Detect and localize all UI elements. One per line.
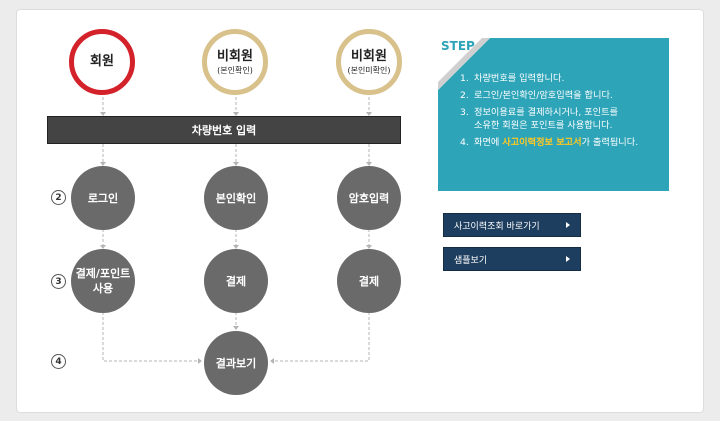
triangle-right-icon [566,222,570,228]
guest-verified-circle: 비회원 (본인확인) [202,29,268,95]
report-highlight: 사고이력정보 보고서 [502,137,582,148]
guest-unverified-circle: 비회원 (본인미확인) [336,29,402,95]
sample-view-button[interactable]: 샘플보기 [443,247,581,271]
payment-label-unverified: 결제 [358,274,380,288]
car-number-input-bar: 차량번호 입력 [47,116,401,144]
step-item-4: 4.화면에 사고이력정보 보고서가 출력됩니다. [460,137,639,148]
member-label: 회원 [90,54,114,69]
guest-unverified-label: 비회원 [351,48,387,64]
payment-point-label-line1: 결제/포인트 [75,267,131,280]
triangle-right-icon [566,256,570,262]
guest-unverified-sublabel: (본인미확인) [347,65,391,75]
login-circle: 로그인 [71,166,135,230]
guest-verified-sublabel: (본인확인) [217,65,253,75]
payment-circle-verified: 결제 [204,249,268,313]
car-number-input-label: 차량번호 입력 [191,124,257,137]
member-circle: 회원 [69,29,135,95]
guest-verified-label: 비회원 [217,48,253,64]
login-label: 로그인 [87,191,119,205]
accident-history-button-label: 사고이력조회 바로가기 [454,221,540,232]
payment-point-label-line2: 사용 [92,282,114,295]
step-guide-box [438,38,669,191]
accident-history-button[interactable]: 사고이력조회 바로가기 [443,213,581,237]
payment-label-verified: 결제 [225,274,247,288]
step-corner-fold [438,38,490,90]
step-number-4: 4 [51,354,66,369]
payment-circle-unverified: 결제 [337,249,401,313]
password-input-circle: 암호입력 [337,166,401,230]
result-view-circle: 결과보기 [204,331,268,395]
identity-check-circle: 본인확인 [204,166,268,230]
sample-view-button-label: 샘플보기 [454,255,488,266]
step-item-1: 1.차량번호를 입력합니다. [460,73,565,84]
identity-check-label: 본인확인 [215,191,257,205]
step-title: STEP [441,39,475,53]
password-input-label: 암호입력 [348,191,390,205]
step-number-3: 3 [51,274,66,289]
result-view-label: 결과보기 [215,356,257,370]
step-item-2: 2.로그인/본인확인/암호입력을 합니다. [460,90,613,101]
step-number-2: 2 [51,190,66,205]
payment-point-circle: 결제/포인트 사용 [71,249,135,313]
step-list: 1.차량번호를 입력합니다. 2.로그인/본인확인/암호입력을 합니다. 3.정… [460,72,665,153]
